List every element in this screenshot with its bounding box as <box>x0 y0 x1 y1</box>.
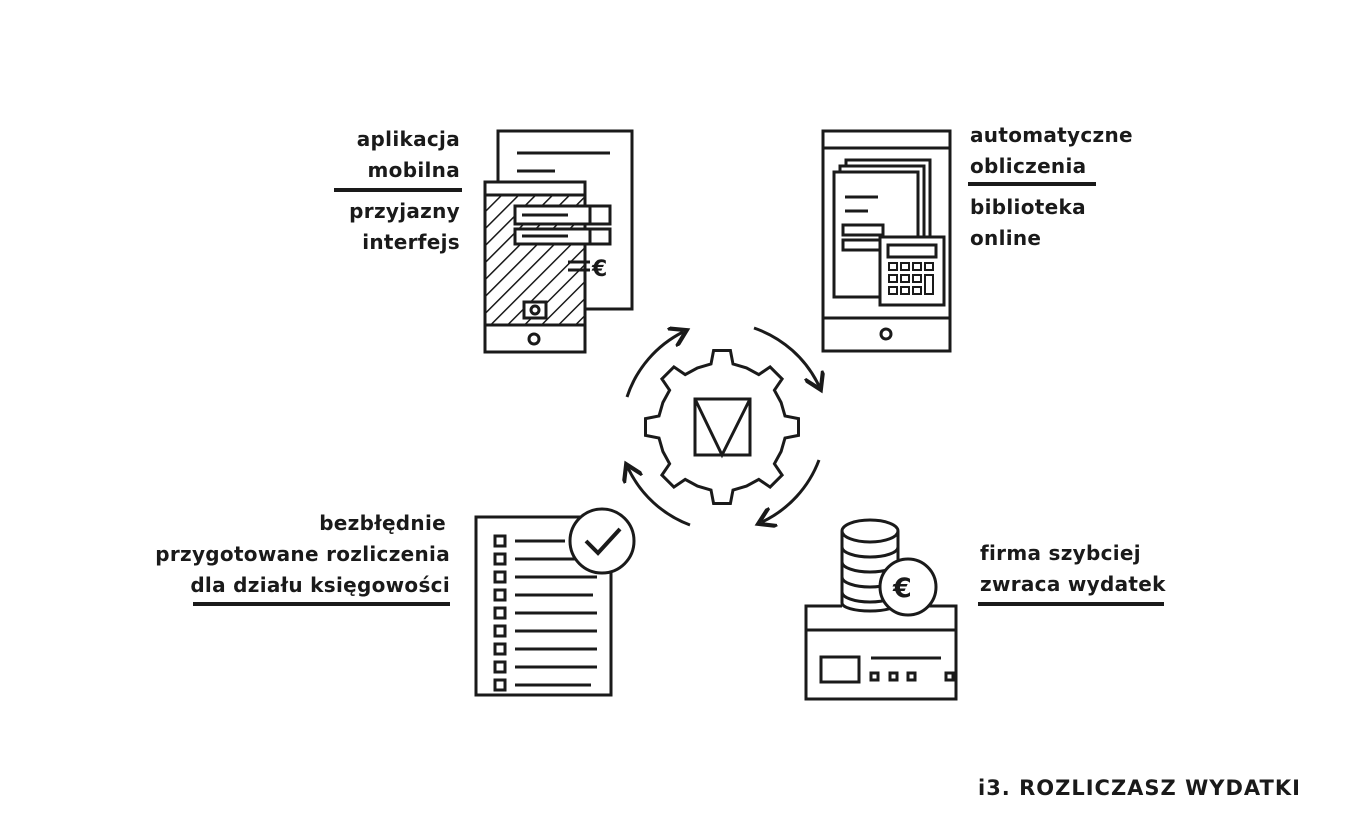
checklist-box <box>493 642 507 656</box>
label-accounting-reports: bezbłędnie przygotowane rozliczenia dla … <box>155 508 450 601</box>
label-mobile-app: aplikacja mobilna <box>357 124 460 186</box>
euro-symbol: € <box>591 257 607 282</box>
checklist-box <box>493 624 507 638</box>
label-line: online <box>970 226 1042 250</box>
label-line: przyjazny <box>349 199 460 223</box>
euro-coin-symbol: € <box>892 573 912 604</box>
divider-rule <box>334 188 462 192</box>
divider-rule <box>193 602 450 606</box>
label-line: obliczenia <box>970 154 1087 178</box>
checklist-box <box>493 534 507 548</box>
gear-icon <box>644 349 800 505</box>
coins-card-icon <box>804 518 958 701</box>
checklist-box <box>493 570 507 584</box>
divider-rule <box>978 602 1164 606</box>
label-automatic-calculations: automatyczne obliczenia <box>970 120 1133 182</box>
checklist-box <box>493 552 507 566</box>
label-line: dla działu księgowości <box>190 573 450 597</box>
calculator-keys <box>888 262 934 295</box>
logo-letter-mark <box>693 398 752 459</box>
label-line: interfejs <box>362 230 460 254</box>
label-line: zwraca wydatek <box>980 572 1166 596</box>
divider-rule <box>968 182 1096 186</box>
label-line: bezbłędnie <box>319 511 446 535</box>
checklist-box <box>493 588 507 602</box>
label-faster-refund: firma szybciej zwraca wydatek <box>980 538 1166 600</box>
checklist-box <box>493 678 507 692</box>
checklist-box <box>493 660 507 674</box>
checklist-icon <box>474 507 636 697</box>
label-friendly-interface: przyjazny interfejs <box>349 196 460 258</box>
label-line: biblioteka <box>970 195 1086 219</box>
label-line: przygotowane rozliczenia <box>155 542 450 566</box>
label-line: aplikacja <box>356 127 460 151</box>
label-online-library: biblioteka online <box>970 192 1086 254</box>
label-line: mobilna <box>367 158 460 182</box>
label-line: firma szybciej <box>980 541 1141 565</box>
label-line: automatyczne <box>970 123 1133 147</box>
figure-caption: i3. ROZLICZASZ WYDATKI <box>978 776 1301 800</box>
checklist-box <box>493 606 507 620</box>
cycle-arrows <box>627 328 819 525</box>
mobile-app-receipt-icon <box>483 129 634 354</box>
tablet-calculator-icon <box>821 129 952 353</box>
